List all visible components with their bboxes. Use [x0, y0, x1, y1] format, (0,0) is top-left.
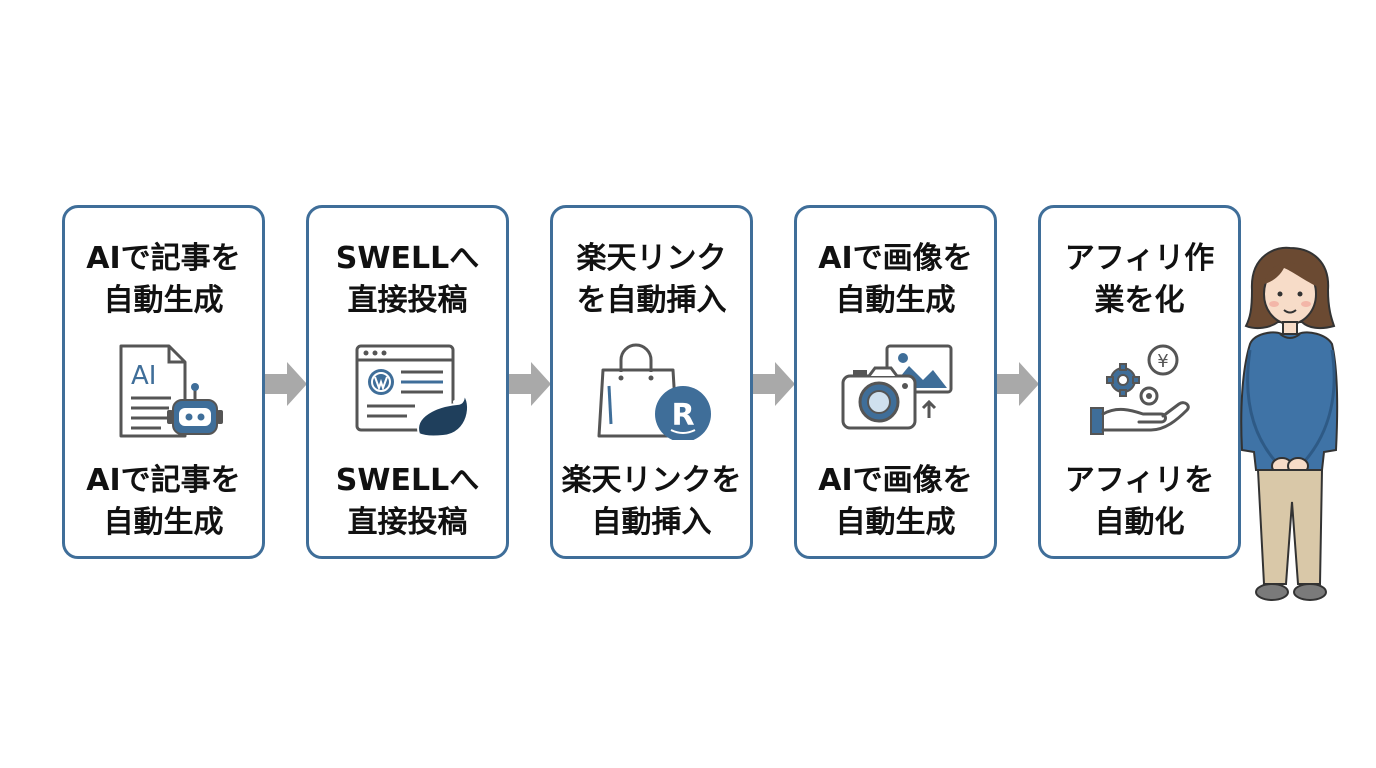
- step-card-ai-article: AIで記事を 自動生成 AI AIで記事を 自動生成: [62, 205, 265, 559]
- step-card-affiliate-automation: アフィリ作 業を化 ¥ アフィリを 自動化: [1038, 205, 1241, 559]
- step-title-line: AIで記事を: [86, 241, 241, 276]
- rakuten-r-label: R: [671, 398, 694, 433]
- step-caption-line: 自動化: [1094, 505, 1185, 540]
- step-caption: AIで画像を 自動生成: [801, 460, 990, 544]
- step-caption-line: AIで画像を: [818, 463, 973, 498]
- step-caption: 楽天リンクを 自動挿入: [557, 460, 746, 544]
- woman-illustration: [1240, 246, 1339, 601]
- arrow-right-icon: [509, 362, 551, 406]
- step-caption-line: SWELLへ: [335, 463, 480, 498]
- arrow-right-icon: [997, 362, 1039, 406]
- step-caption: AIで記事を 自動生成: [69, 460, 258, 544]
- step-title-line: AIで画像を: [818, 241, 973, 276]
- arrow-right-icon: [265, 362, 307, 406]
- step-card-rakuten-link: 楽天リンク を自動挿入 R 楽天リンクを 自動挿入: [550, 205, 753, 559]
- step-title-line: を自動挿入: [576, 283, 727, 318]
- step-title-line: 自動生成: [103, 283, 224, 318]
- step-caption-line: AIで記事を: [86, 463, 241, 498]
- step-caption: SWELLへ 直接投稿: [313, 460, 502, 544]
- step-caption-line: 自動生成: [103, 505, 224, 540]
- wordpress-browser-icon: [355, 344, 470, 438]
- arrow-right-icon: [753, 362, 795, 406]
- step-caption-line: アフィリを: [1064, 463, 1215, 498]
- shopping-bag-rakuten-icon: R: [597, 343, 711, 440]
- step-caption-line: 自動挿入: [591, 505, 712, 540]
- step-caption: アフィリを 自動化: [1045, 460, 1234, 544]
- step-title: AIで記事を 自動生成: [69, 238, 258, 322]
- step-title: アフィリ作 業を化: [1045, 238, 1234, 322]
- step-title: AIで画像を 自動生成: [801, 238, 990, 322]
- step-caption-line: 自動生成: [835, 505, 956, 540]
- camera-image-icon: [841, 344, 953, 430]
- step-title-line: SWELLへ: [335, 241, 480, 276]
- step-title-line: 業を化: [1094, 283, 1185, 318]
- step-card-swell-post: SWELLへ 直接投稿 SWELLへ 直接投稿: [306, 205, 509, 559]
- step-title-line: 自動生成: [835, 283, 956, 318]
- ai-icon-label: AI: [131, 361, 156, 391]
- step-title-line: 直接投稿: [347, 283, 468, 318]
- gears-yen-hand-icon: ¥: [1090, 344, 1190, 435]
- step-title: 楽天リンク を自動挿入: [557, 238, 746, 322]
- step-title-line: アフィリ作: [1064, 241, 1215, 276]
- ai-document-robot-icon: AI: [119, 344, 223, 438]
- yen-coin-label: ¥: [1157, 351, 1168, 372]
- step-title-line: 楽天リンク: [576, 241, 727, 276]
- step-title: SWELLへ 直接投稿: [313, 238, 502, 322]
- step-caption-line: 直接投稿: [347, 505, 468, 540]
- step-caption-line: 楽天リンクを: [561, 463, 742, 498]
- step-card-ai-image: AIで画像を 自動生成 AIで画像を 自動生成: [794, 205, 997, 559]
